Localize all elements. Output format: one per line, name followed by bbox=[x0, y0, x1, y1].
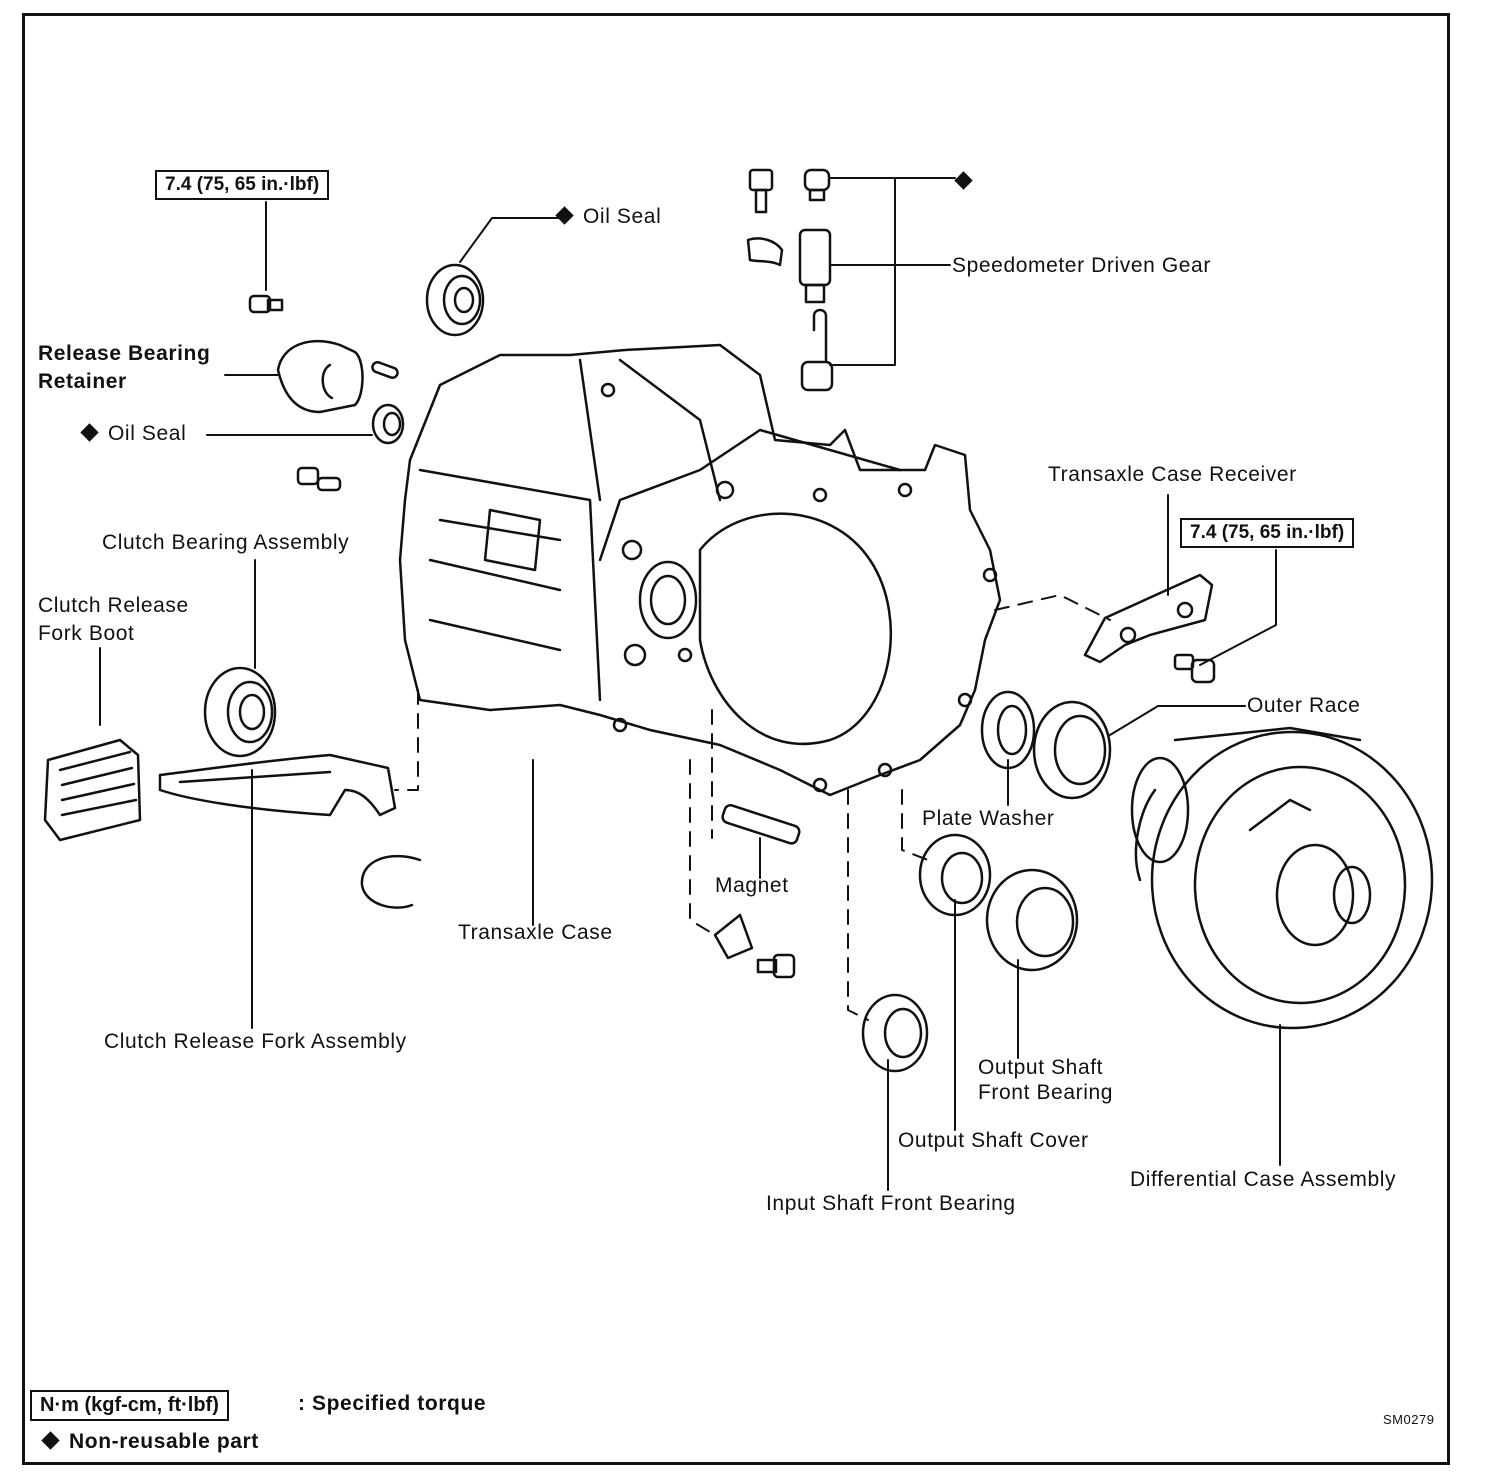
speedo-gear bbox=[800, 308, 834, 392]
label-output-shaft-cover: Output Shaft Cover bbox=[898, 1129, 1089, 1152]
label-oil-seal-top: Oil Seal bbox=[555, 203, 662, 231]
label-speedometer-driven-gear: Speedometer Driven Gear bbox=[952, 254, 1211, 277]
legend-torque-unit-box: N·m (kgf-cm, ft·lbf) bbox=[30, 1390, 229, 1421]
receiver-drawing bbox=[1083, 573, 1214, 664]
label-differential-case-assembly: Differential Case Assembly bbox=[1130, 1168, 1397, 1191]
label-release-bearing-retainer-2: Retainer bbox=[38, 370, 127, 393]
torque-spec-box-right: 7.4 (75, 65 in.·lbf) bbox=[1180, 518, 1355, 548]
magnet-drawing bbox=[721, 804, 801, 845]
label-magnet: Magnet bbox=[715, 874, 789, 897]
differential-drawing bbox=[1130, 726, 1434, 1030]
label-release-bearing-retainer-1: Release Bearing bbox=[38, 342, 211, 365]
speedo-sleeve bbox=[798, 228, 832, 304]
outer-race-drawing bbox=[1032, 700, 1112, 800]
oil-seal-left-drawing bbox=[371, 403, 405, 445]
label-output-shaft-front-bearing-1: Output Shaft bbox=[978, 1056, 1104, 1079]
torque-spec-box-left: 7.4 (75, 65 in.·lbf) bbox=[155, 170, 330, 200]
diamond-icon bbox=[41, 1431, 60, 1450]
fork-boot-drawing bbox=[43, 738, 142, 842]
legend-text: Non-reusable part bbox=[69, 1430, 259, 1453]
release-bearing-retainer-drawing bbox=[276, 340, 364, 414]
label-plate-washer: Plate Washer bbox=[922, 807, 1055, 830]
input-bearing-drawing bbox=[861, 993, 929, 1073]
transaxle-case-drawing bbox=[398, 343, 1002, 797]
label-input-shaft-front-bearing: Input Shaft Front Bearing bbox=[766, 1192, 1016, 1215]
plate-washer-drawing bbox=[980, 690, 1036, 770]
leader-lines bbox=[99, 177, 1281, 1191]
clip-bolt-bottom bbox=[713, 913, 796, 979]
output-bearing-drawing bbox=[985, 868, 1079, 972]
bolt-top-left bbox=[248, 294, 284, 314]
clutch-bearing-drawing bbox=[203, 666, 277, 758]
diamond-icon bbox=[80, 423, 99, 442]
receiver-bolt bbox=[1173, 653, 1216, 684]
label-clutch-bearing-assembly: Clutch Bearing Assembly bbox=[102, 531, 350, 554]
dashed-lines bbox=[394, 594, 1111, 1021]
label-output-shaft-front-bearing-2: Front Bearing bbox=[978, 1081, 1114, 1104]
diamond-icon bbox=[555, 206, 574, 225]
label-oil-seal-left: Oil Seal bbox=[80, 420, 187, 448]
label-clutch-release-fork-boot-2: Fork Boot bbox=[38, 622, 135, 645]
figure-code: SM0279 bbox=[1383, 1412, 1435, 1427]
label-transaxle-case: Transaxle Case bbox=[458, 921, 613, 944]
legend-torque-description: : Specified torque bbox=[298, 1392, 487, 1415]
release-fork-drawing bbox=[158, 753, 397, 817]
label-clutch-release-fork-boot-1: Clutch Release bbox=[38, 594, 189, 617]
label-text: Oil Seal bbox=[108, 422, 187, 445]
speedo-cap bbox=[803, 168, 831, 202]
diagram-frame bbox=[22, 13, 1450, 1465]
bolt-left-mid bbox=[296, 466, 342, 492]
label-transaxle-case-receiver: Transaxle Case Receiver bbox=[1048, 463, 1297, 486]
output-shaft-cover-drawing bbox=[918, 833, 992, 917]
oil-seal-top-drawing bbox=[425, 263, 485, 337]
legend-non-reusable: Non-reusable part bbox=[41, 1428, 259, 1456]
speedo-bolt bbox=[748, 168, 774, 214]
label-text: Oil Seal bbox=[583, 205, 662, 228]
small-parts-drawings bbox=[43, 168, 1434, 1073]
label-outer-race: Outer Race bbox=[1247, 694, 1361, 717]
label-clutch-release-fork-assembly: Clutch Release Fork Assembly bbox=[104, 1030, 407, 1053]
